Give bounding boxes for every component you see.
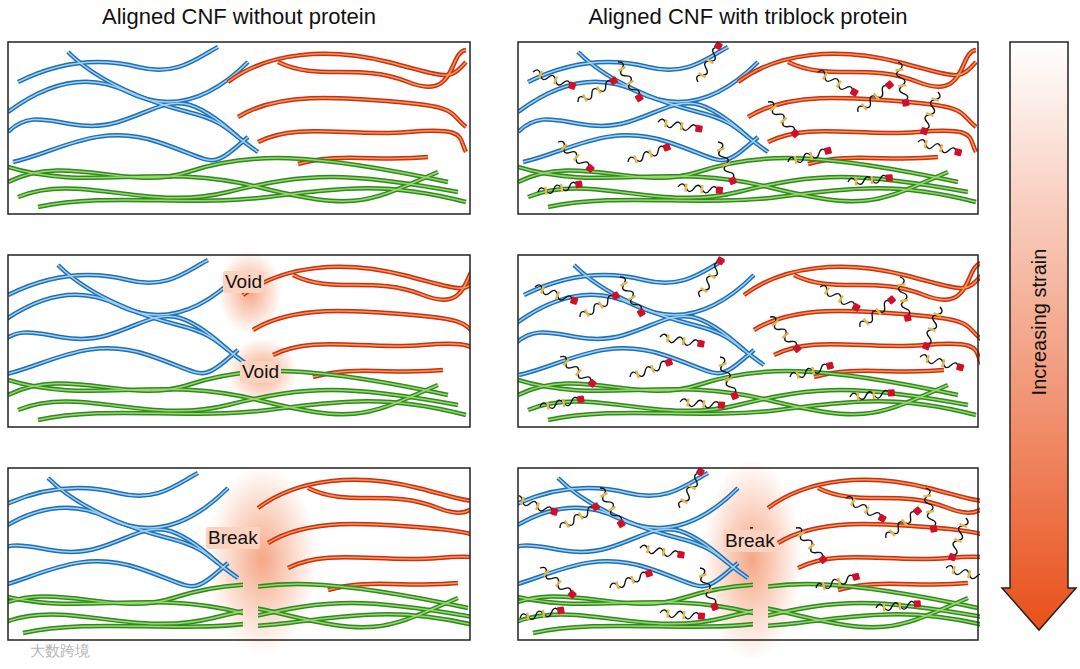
event-label: Break [206,527,260,549]
strain-panel: Break [518,468,978,640]
event-label: Void [240,361,281,383]
strain-panel: VoidVoid [8,255,470,427]
column-heading: Aligned CNF with triblock protein [588,4,907,30]
column-heading: Aligned CNF without protein [102,4,376,30]
event-label: Void [223,271,264,293]
event-label: Break [723,530,777,552]
strain-arrow: Increasing strain [1002,42,1076,602]
watermark: 大数跨境 [30,642,90,661]
strain-panel: Break [8,468,470,640]
axis-label: Increasing strain [1027,249,1051,396]
